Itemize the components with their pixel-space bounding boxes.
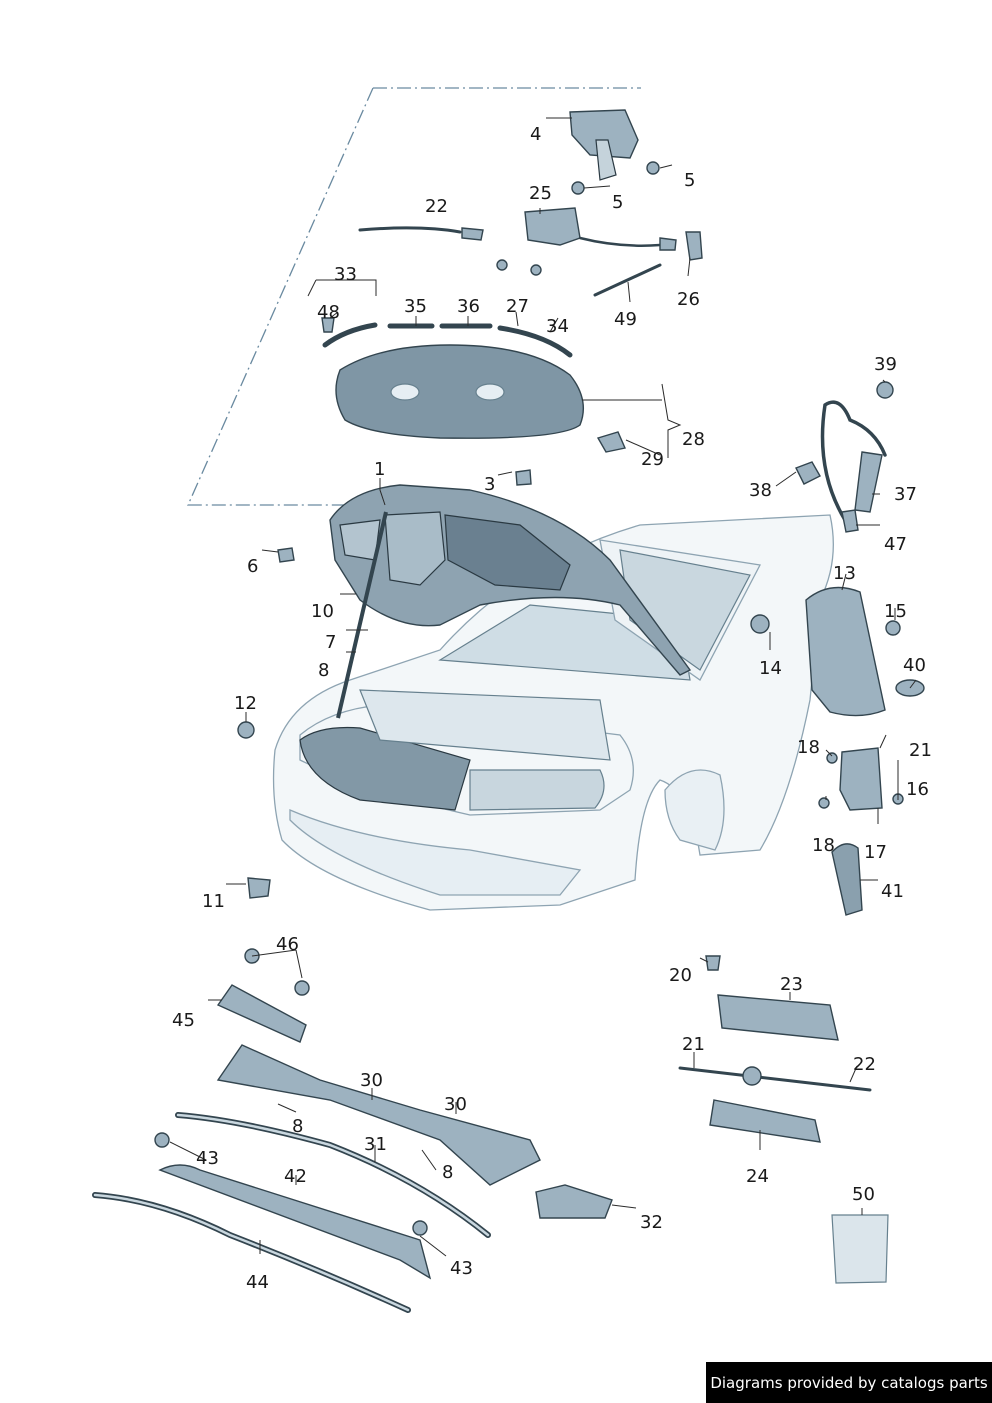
callout-8: 8 [292, 1116, 303, 1137]
callout-5: 5 [612, 192, 623, 213]
callout-43: 43 [196, 1148, 219, 1169]
release-cable-parts [678, 994, 872, 1143]
callout-14: 14 [759, 658, 782, 679]
callout-17: 17 [864, 842, 887, 863]
callout-16: 16 [906, 779, 929, 800]
callout-1: 1 [374, 459, 385, 480]
bolt-15 [885, 620, 901, 636]
bracket-13 [805, 586, 886, 717]
callout-22: 22 [425, 196, 448, 217]
callout-12: 12 [234, 693, 257, 714]
callout-30: 30 [444, 1094, 467, 1115]
hinge-17 [839, 747, 883, 811]
callout-49: 49 [614, 309, 637, 330]
clip-part [596, 431, 626, 453]
insulation-mat-part [335, 344, 584, 439]
callout-36: 36 [457, 296, 480, 317]
callout-20: 20 [669, 965, 692, 986]
callout-39: 39 [874, 354, 897, 375]
nut-18b [818, 797, 830, 809]
clip-20 [705, 955, 721, 971]
callout-32: 32 [640, 1212, 663, 1233]
gas-strut-part [336, 511, 388, 719]
callout-13: 13 [833, 563, 856, 584]
callout-8: 8 [442, 1162, 453, 1183]
callout-26: 26 [677, 289, 700, 310]
watermark-banner: Diagrams provided by catalogs parts [706, 1362, 992, 1403]
washer-hose-parts [795, 381, 894, 533]
leader-lines [169, 117, 917, 1257]
callout-10: 10 [311, 601, 334, 622]
callout-15: 15 [884, 601, 907, 622]
callout-29: 29 [641, 449, 664, 470]
callout-44: 44 [246, 1272, 269, 1293]
callout-25: 25 [529, 183, 552, 204]
callout-48: 48 [317, 302, 340, 323]
callout-31: 31 [364, 1134, 387, 1155]
insulation-hole [475, 383, 505, 401]
callout-46: 46 [276, 934, 299, 955]
callout-18: 18 [812, 835, 835, 856]
callout-35: 35 [404, 296, 427, 317]
bolt-14 [750, 614, 770, 634]
callout-labels: 1 3 4 5 5 6 7 8 10 11 12 13 14 15 16 17 … [172, 124, 932, 1293]
callout-3: 3 [484, 474, 495, 495]
callout-21: 21 [682, 1034, 705, 1055]
callout-8: 8 [318, 660, 329, 681]
callout-6: 6 [247, 556, 258, 577]
callout-21: 21 [909, 740, 932, 761]
callout-11: 11 [202, 891, 225, 912]
clip-11 [247, 877, 271, 899]
callout-42: 42 [284, 1166, 307, 1187]
callout-18: 18 [797, 737, 820, 758]
callout-22: 22 [853, 1054, 876, 1075]
callout-38: 38 [749, 480, 772, 501]
callout-7: 7 [325, 632, 336, 653]
callout-4: 4 [530, 124, 541, 145]
callout-30: 30 [360, 1070, 383, 1091]
callout-34: 34 [546, 316, 569, 337]
callout-5: 5 [684, 170, 695, 191]
seal-strips [322, 322, 573, 358]
parts-bag-50 [831, 1214, 889, 1284]
callout-41: 41 [881, 881, 904, 902]
bonnet-part [329, 484, 692, 676]
clip-3 [515, 469, 532, 486]
callout-37: 37 [894, 484, 917, 505]
callout-45: 45 [172, 1010, 195, 1031]
callout-43: 43 [450, 1258, 473, 1279]
insulation-hole [390, 383, 420, 401]
scuttle-panel-parts [92, 948, 613, 1313]
callout-47: 47 [884, 534, 907, 555]
nut-18 [826, 752, 838, 764]
callout-28: 28 [682, 429, 705, 450]
hood-latch-parts [358, 109, 703, 297]
callout-40: 40 [903, 655, 926, 676]
callout-33: 33 [334, 264, 357, 285]
car-body-illustration [272, 514, 834, 911]
callout-23: 23 [780, 974, 803, 995]
clip-6 [277, 547, 295, 563]
clip-12 [237, 721, 255, 739]
gasket-41 [831, 843, 863, 916]
callout-27: 27 [506, 296, 529, 317]
callout-50: 50 [852, 1184, 875, 1205]
callout-24: 24 [746, 1166, 769, 1187]
